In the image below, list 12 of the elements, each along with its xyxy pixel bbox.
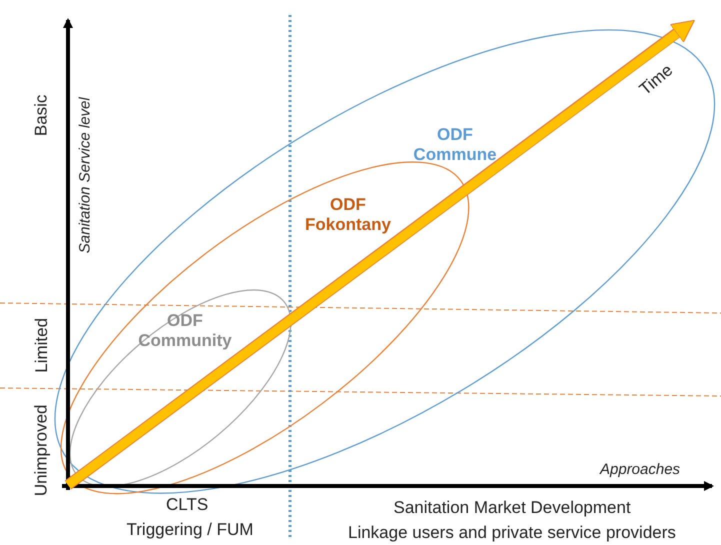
axis-level-label: Basic [32, 94, 52, 136]
approach-label: Sanitation Market Development [394, 498, 631, 518]
axis-title: Approaches [600, 462, 680, 478]
arrow-label: Time [636, 60, 676, 99]
axis-level-label: Unimproved [32, 404, 52, 496]
zone-label: ODF Fokontany [304, 194, 392, 234]
axis-level-label: Limited [32, 317, 52, 372]
approach-label: Linkage users and private service providers [348, 524, 676, 542]
approach-label: Triggering / FUM [126, 520, 254, 540]
zone-label: ODF Commune [412, 124, 498, 164]
axis-title: Sanitation Service level [78, 96, 94, 253]
approach-label: CLTS [166, 496, 208, 514]
